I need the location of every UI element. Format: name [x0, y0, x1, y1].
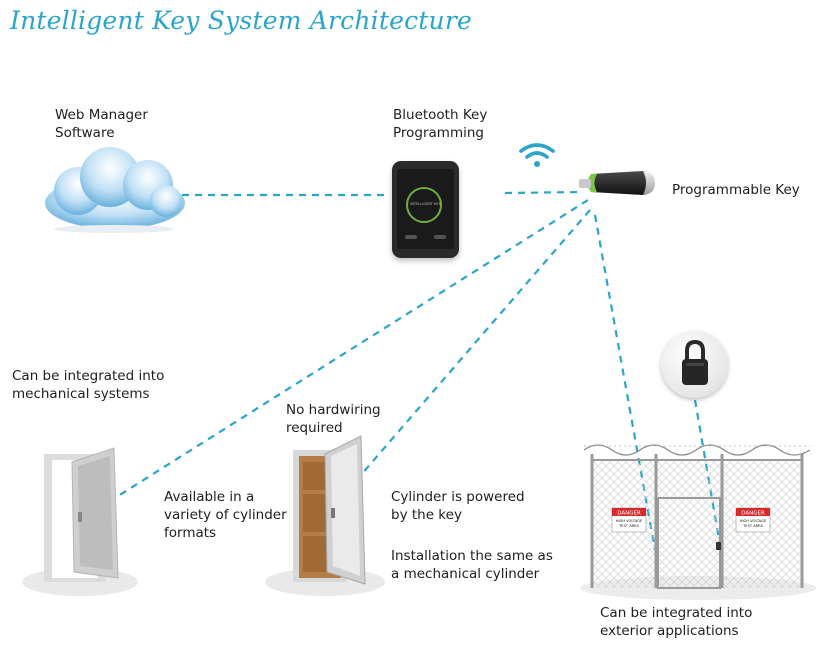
sign-left-line1: HIGH VOLTAGE	[616, 519, 643, 523]
phone-screen-text: INTELLIGENT KEY	[410, 202, 441, 206]
connector-phone-key	[504, 190, 584, 195]
sign-right-line2: TEST AREA	[742, 524, 763, 528]
cloud-icon	[45, 147, 185, 233]
cylinder-formats-label: Available in a variety of cylinder forma…	[164, 489, 287, 541]
sign-left-line2: TEST AREA	[618, 524, 639, 528]
connector-key-gate	[593, 214, 657, 551]
fence-gate-icon: DANGER HIGH VOLTAGE TEST AREA DANGER HIG…	[580, 444, 816, 600]
sign-left-word: DANGER	[617, 511, 641, 517]
exterior-label: Can be integrated into exterior applicat…	[600, 605, 753, 639]
mechanical-label: Can be integrated into mechanical system…	[12, 368, 165, 402]
programmable-key-label: Programmable Key	[672, 182, 800, 198]
sign-right-word: DANGER	[741, 511, 765, 517]
wifi-icon	[519, 143, 555, 167]
web-manager-label: Web Manager Software	[55, 107, 148, 141]
padlock-badge	[661, 331, 728, 398]
door-icon	[22, 447, 138, 596]
installation-label: Installation the same as a mechanical cy…	[391, 548, 553, 582]
no-hardwiring-label: No hardwiring required	[286, 402, 381, 436]
connector-key-door1	[79, 199, 589, 521]
door-open-icon	[265, 435, 385, 596]
padlock-icon	[682, 339, 708, 385]
smartphone-icon: INTELLIGENT KEY	[392, 161, 459, 258]
bluetooth-label: Bluetooth Key Programming	[393, 107, 488, 141]
page-title: Intelligent Key System Architecture	[10, 6, 472, 35]
danger-sign-left: DANGER HIGH VOLTAGE TEST AREA	[611, 507, 647, 533]
danger-sign-right: DANGER HIGH VOLTAGE TEST AREA	[735, 507, 771, 533]
sign-right-line1: HIGH VOLTAGE	[740, 519, 767, 523]
gate-lock	[716, 542, 721, 550]
electronic-key-icon	[579, 171, 655, 195]
powered-label: Cylinder is powered by the key	[391, 489, 525, 523]
